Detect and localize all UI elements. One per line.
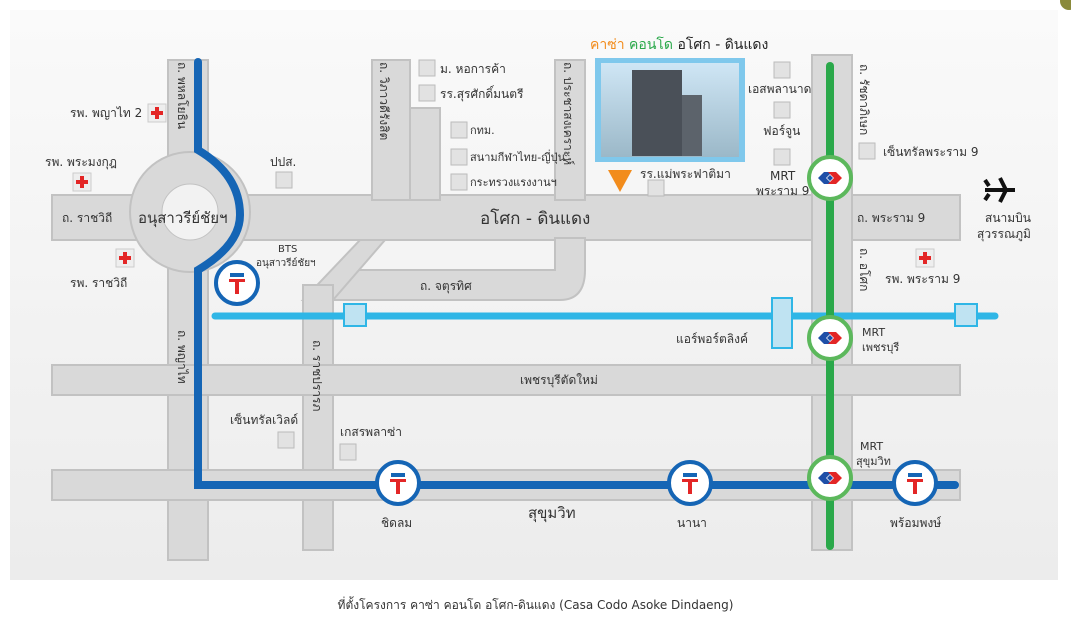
station-label: MRT bbox=[862, 326, 885, 339]
station-label: BTS bbox=[278, 244, 297, 255]
place-label: เกสรพลาซ่า bbox=[340, 425, 402, 439]
place-label: สนามกีฬาไทย-ญี่ปุ่น bbox=[470, 149, 566, 164]
condo-building-side bbox=[682, 95, 702, 156]
place-label: ฟอร์จูน bbox=[763, 124, 800, 139]
station-label: อนุสาวรีย์ชัยฯ bbox=[256, 257, 316, 269]
place-label: สนามบิน bbox=[985, 211, 1031, 225]
place-label: รร.แม่พระฟาติมา bbox=[640, 167, 731, 181]
station-label: MRT bbox=[770, 169, 796, 183]
mrt-station-icon bbox=[807, 455, 853, 501]
station-label: MRT bbox=[860, 440, 883, 453]
station-label: สุขุมวิท bbox=[856, 455, 891, 468]
road-label: สุขุมวิท bbox=[528, 504, 576, 523]
bts-station-icon bbox=[667, 460, 713, 506]
map-title: คาซ่า คอนโด อโศก - ดินแดง bbox=[590, 36, 768, 53]
condo-location-marker bbox=[608, 170, 632, 192]
corner-badge-icon bbox=[1060, 0, 1071, 10]
map-labels: ถ. พหลโยธิน รพ. พญาไท 2 รพ. พระมงกุฎ ปปส… bbox=[45, 62, 1031, 530]
airport-link-station bbox=[343, 303, 367, 327]
image-caption: ที่ตั้งโครงการ คาซ่า คอนโด อโศก-ดินแดง (… bbox=[337, 598, 734, 612]
road-label: อโศก - ดินแดง bbox=[480, 208, 590, 229]
road-label: ถ. พญาไท bbox=[175, 330, 189, 384]
road-label: เพชรบุรีตัดใหม่ bbox=[520, 373, 598, 388]
place-label: รร.สุรศักดิ์มนตรี bbox=[440, 85, 524, 102]
hospital-icon bbox=[147, 103, 167, 123]
place-label: เอสพลานาด bbox=[748, 82, 811, 96]
bts-station-icon bbox=[892, 460, 938, 506]
airport-link-station bbox=[954, 303, 978, 327]
place-label: รพ. พระมงกุฎ bbox=[45, 155, 117, 170]
road-label: ถ. รัชดาภิเษก bbox=[857, 64, 871, 135]
place-label: ปปส. bbox=[270, 155, 296, 169]
bts-line bbox=[194, 58, 959, 489]
airport-link-station bbox=[771, 297, 793, 349]
station-label: พระราม 9 bbox=[756, 184, 809, 198]
place-label: รพ. พญาไท 2 bbox=[70, 106, 142, 120]
station-label: ชิดลม bbox=[381, 516, 412, 530]
condo-building bbox=[632, 70, 682, 156]
place-label: รพ. พระราม 9 bbox=[885, 272, 960, 286]
line-label: แอร์พอร์ตลิงค์ bbox=[676, 332, 748, 346]
location-map: คาซ่า คอนโด อโศก - ดินแดง ถ. พหลโยธิน รพ… bbox=[10, 10, 1058, 580]
place-label: สุวรรณภูมิ bbox=[977, 227, 1031, 242]
place-label: ม. หอการค้า bbox=[440, 62, 506, 76]
station-label: นานา bbox=[677, 516, 707, 530]
mrt-station-icon bbox=[807, 315, 853, 361]
road-label: ถ. จตุรทิศ bbox=[420, 279, 472, 294]
station-label: พร้อมพงษ์ bbox=[890, 516, 941, 530]
station-label: เพชรบุรี bbox=[862, 341, 899, 354]
road-label: ถ. พหลโยธิน bbox=[175, 62, 189, 129]
hospital-icon bbox=[72, 172, 92, 192]
place-label: เซ็นทรัลพระราม 9 bbox=[883, 144, 979, 159]
hospital-icon bbox=[115, 248, 135, 268]
place-label: กทม. bbox=[470, 124, 495, 137]
road-label: ถ. พระราม 9 bbox=[857, 211, 925, 225]
bts-station-icon bbox=[375, 460, 421, 506]
place-label: อนุสาวรีย์ชัยฯ bbox=[138, 209, 228, 228]
road-label: ถ. ราชปรารภ bbox=[310, 340, 324, 411]
bts-station-icon bbox=[214, 260, 260, 306]
road-label: ถ. วิภาวดีรังสิต bbox=[377, 62, 391, 140]
road-label: ถ. ราชวิถี bbox=[62, 211, 112, 225]
airplane-icon bbox=[983, 177, 1015, 203]
place-label: เซ็นทรัลเวิลด์ bbox=[230, 412, 298, 427]
hospital-icon bbox=[915, 248, 935, 268]
road-label: ถ. ประชาสงเคราะห์ bbox=[561, 62, 575, 165]
road-label: ถ. อโศก bbox=[857, 248, 871, 291]
roundabout-island bbox=[161, 183, 219, 241]
place-label: กระทรวงแรงงานฯ bbox=[470, 176, 557, 189]
mrt-station-icon bbox=[807, 155, 853, 201]
place-label: รพ. ราชวิถี bbox=[70, 276, 127, 290]
